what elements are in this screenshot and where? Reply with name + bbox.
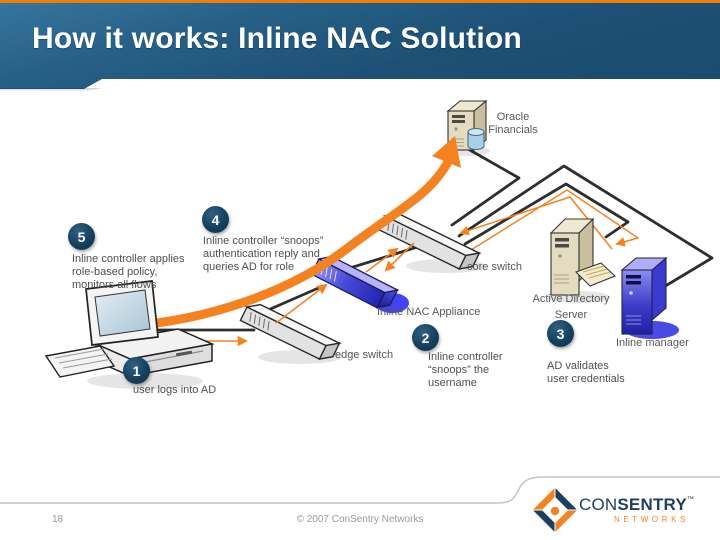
page-number: 18 <box>52 514 64 525</box>
header-bar <box>0 3 720 89</box>
top-accent-strip <box>0 0 720 4</box>
auth-flow-lines <box>459 189 639 251</box>
link-core-switch-inline-manager <box>457 164 714 299</box>
link-core-switch-ad-server <box>463 182 630 246</box>
oracle-financials-server <box>446 99 488 152</box>
step-badge-1: 1 <box>123 357 150 384</box>
traffic-swoosh-arrow <box>110 136 461 332</box>
inline-manager-label: Inline manager <box>616 337 689 349</box>
step-text-2: Inline controller “snoops” the username <box>428 351 503 389</box>
inline-nac-appliance <box>310 255 409 313</box>
ad-console-keyboard <box>574 262 617 287</box>
core-switch-label: core switch <box>467 261 523 273</box>
oracle-financials-label: Oracle Financials <box>488 111 538 136</box>
page-title: How it works: Inline NAC Solution <box>32 22 522 55</box>
step-text-3: AD validates user credentials <box>547 360 625 385</box>
copyright-text: © 2007 ConSentry Networks <box>296 514 424 525</box>
inline-manager-server <box>620 256 679 339</box>
arrow-nac-to-core <box>365 247 399 273</box>
active-directory-server <box>549 217 595 296</box>
arrow-core-to-nac <box>384 242 415 272</box>
arrow-edge-to-nac <box>275 283 328 324</box>
consentry-tagline: NETWORKS <box>613 515 689 524</box>
step-badge-3: 3 <box>547 320 574 347</box>
step-text-5: Inline controller applies role-based pol… <box>72 253 185 291</box>
consentry-wordmark: CONSENTRY™ <box>579 495 695 514</box>
step-text-4: Inline controller “snoops” authenticatio… <box>203 235 324 273</box>
flow-ad-to-core <box>459 196 613 250</box>
step-badge-5: 5 <box>68 223 95 250</box>
pc-screen <box>94 289 151 337</box>
database-cylinder-icon <box>467 127 485 151</box>
active-directory-label: Active Directory Server <box>532 293 610 321</box>
step-text-1: user logs into AD <box>133 384 217 396</box>
edge-switch <box>239 303 342 360</box>
flow-core-to-ad <box>470 189 639 251</box>
step-badge-2: 2 <box>412 324 439 351</box>
pc-keyboard <box>44 345 116 378</box>
consentry-logo-text: CONSENTRY™ NETWORKS <box>579 495 695 524</box>
link-core-switch-oracle <box>450 147 521 227</box>
edge-switch-label: edge switch <box>335 349 394 361</box>
user-pc <box>44 280 215 378</box>
step-badge-4: 4 <box>202 206 229 233</box>
nac-appliance-label: Inline NAC Appliance <box>377 306 481 318</box>
